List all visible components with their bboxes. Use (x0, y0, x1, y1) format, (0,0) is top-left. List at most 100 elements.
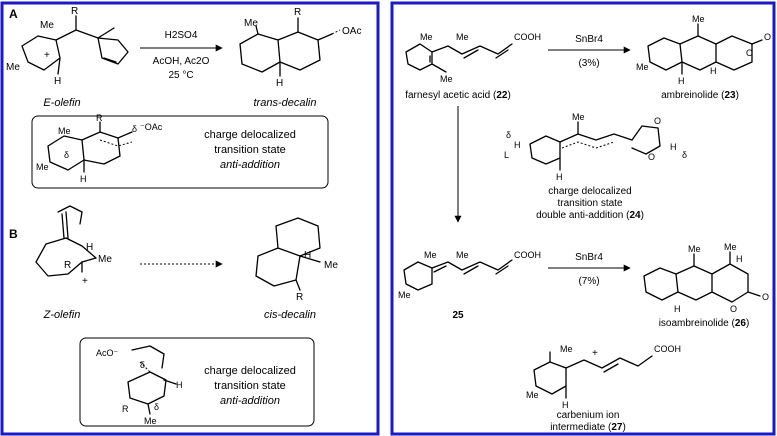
reaction-bottom-yield: (7%) (578, 276, 599, 287)
trans-decalin-h-label: H (276, 78, 283, 89)
faa-caption: farnesyl acetic acid (22) (405, 90, 511, 101)
c27-h-label: H (562, 400, 569, 410)
e-olefin-r-label: R (71, 6, 78, 17)
e-olefin-plus-label: + (44, 50, 50, 61)
e-olefin-structure (21, 15, 129, 75)
reaction-top-yield: (3%) (578, 58, 599, 69)
ts-b-text-line2: transition state (214, 380, 286, 392)
ts-a-text-line1: charge delocalized (204, 129, 296, 141)
ts-b-aco-label: AcO⁻ (96, 348, 119, 358)
left-panel-frame (0, 1, 380, 436)
e-olefin-caption: E-olefin (43, 97, 80, 109)
ts24-caption-line3: double anti-addition (24) (536, 210, 644, 221)
cis-decalin-r-label: R (296, 292, 303, 303)
trans-decalin-oac-label: OAc (342, 26, 361, 37)
ambreinolide-o1-label: O (746, 48, 753, 58)
z-olefin-plus-label: + (82, 276, 88, 287)
c25-me2-label: Me (456, 250, 469, 260)
ambreinolide-me2-label: Me (636, 62, 649, 72)
ambreinolide-me1-label: Me (692, 14, 705, 24)
e-olefin-h-label: H (54, 76, 61, 87)
faa-me3-label: Me (440, 74, 453, 84)
c27-caption-line2: intermediate (27) (550, 422, 626, 433)
ts-a-r-label: R (96, 113, 103, 123)
ts24-l-label: L (504, 150, 509, 160)
ts24-caption-line1: charge delocalized (548, 186, 631, 197)
ambreinolide-o2-label: O (764, 32, 771, 42)
iso-o2-label: O (762, 292, 769, 302)
ts24-delta2-label: δ (682, 150, 687, 160)
ts-a-h-label: H (80, 174, 87, 184)
ambreinolide-structure (647, 23, 763, 75)
cis-decalin-caption: cis-decalin (264, 309, 316, 321)
ambreinolide-h2-label: H (710, 66, 717, 76)
trans-decalin-r-label: R (294, 7, 301, 18)
ts-a-me-label: Me (58, 126, 71, 136)
ts-box-b (79, 337, 315, 427)
c27-cooh-label: COOH (654, 344, 681, 354)
c25-cooh-label: COOH (514, 250, 541, 260)
compound-25-number: 25 (452, 310, 464, 321)
ts24-h1-label: H (514, 140, 521, 150)
z-olefin-me-label: Me (98, 254, 112, 265)
ts24-caption-line2: transition state (557, 198, 622, 209)
reaction-top-reagent: SnBr4 (575, 34, 603, 45)
ts-b-text-line1: charge delocalized (204, 365, 296, 377)
iso-h1-label: H (736, 254, 743, 264)
ts-b-delta2-label: δ (154, 402, 159, 412)
ts-b-text-line3: anti-addition (220, 395, 280, 407)
ts-a-text-line3: anti-addition (220, 159, 280, 171)
section-a-letter: A (9, 7, 18, 21)
ts24-me-label: Me (572, 112, 585, 122)
reaction-a-temperature: 25 °C (168, 70, 193, 81)
reaction-a-reagent: H2SO4 (165, 30, 198, 41)
ts24-o-label: O (648, 152, 655, 162)
iso-me1-label: Me (688, 244, 701, 254)
c25-me3-label: Me (398, 290, 411, 300)
reaction-bottom-reagent: SnBr4 (575, 252, 603, 263)
iso-h2-label: H (674, 304, 681, 314)
faa-cooh-label: COOH (514, 32, 541, 42)
faa-me2-label: Me (456, 32, 469, 42)
cis-decalin-h-label: H (304, 250, 311, 261)
ambreinolide-caption: ambreinolide (23) (661, 90, 739, 101)
carbenium-27-structure (533, 351, 653, 399)
c27-me2-label: Me (526, 390, 539, 400)
isoambreinolide-caption: isoambreinolide (26) (659, 318, 750, 329)
ts-b-r-label: R (122, 404, 129, 414)
ts-b-h-label: H (176, 380, 183, 390)
ts-a-text-line2: transition state (214, 144, 286, 156)
ts-box-a (31, 115, 329, 189)
ts-b-structure (127, 345, 177, 415)
ambreinolide-h1-label: H (678, 76, 685, 86)
cis-decalin-structure (255, 217, 321, 291)
ts-24-structure (529, 121, 661, 171)
e-olefin-me-label-left: Me (6, 62, 20, 73)
ts-a-oac-label: ⁻OAc (140, 122, 163, 132)
trans-decalin-caption: trans-decalin (254, 97, 317, 109)
trans-decalin-structure (239, 17, 341, 77)
c25-me1-label: Me (424, 250, 437, 260)
faa-me1-label: Me (420, 32, 433, 42)
ts-b-delta1-label: δ (140, 360, 145, 370)
iso-me2-label: Me (724, 242, 737, 252)
cis-decalin-me-label: Me (324, 260, 338, 271)
ts24-delta1-label: δ (506, 130, 511, 140)
c27-me1-label: Me (560, 344, 573, 354)
compound-25-structure (403, 259, 513, 291)
ts24-h2-label: H (556, 172, 563, 182)
c27-caption-line1: carbenium ion (557, 410, 620, 421)
farnesyl-acetic-acid-structure (405, 43, 513, 73)
e-olefin-me-label-top: Me (40, 20, 54, 31)
right-panel-frame (390, 1, 776, 436)
ts24-h3-label: H (670, 142, 677, 152)
c27-plus-label: + (592, 348, 598, 359)
isoambreinolide-structure (643, 251, 761, 303)
z-olefin-caption: Z-olefin (43, 309, 81, 321)
ts-a-delta2-label: δ (64, 150, 69, 160)
iso-o1-label: O (730, 304, 737, 314)
ts24-o2-label: O (654, 116, 661, 126)
ts-a-me2-label: Me (36, 162, 49, 172)
ts-b-me-label: Me (144, 416, 157, 426)
